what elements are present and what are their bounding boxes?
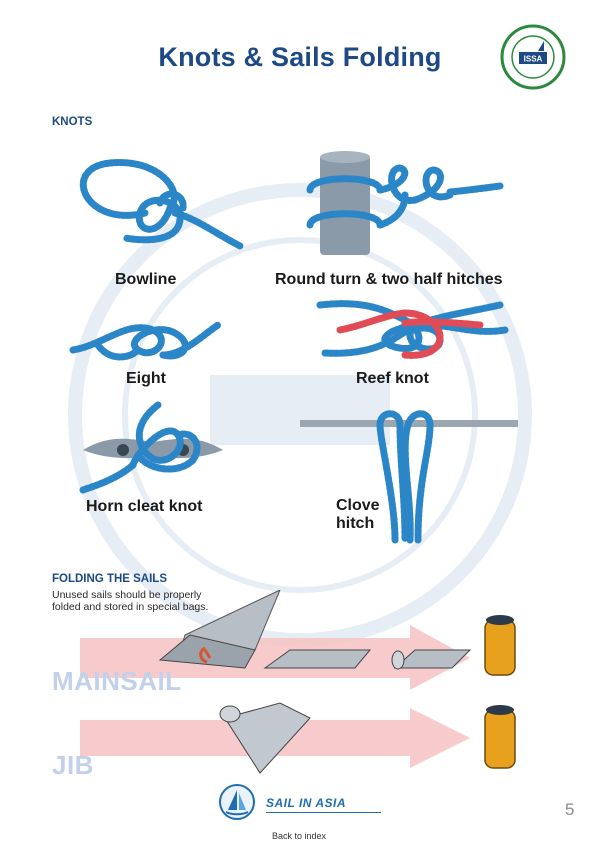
reef-knot-illustration (316, 300, 509, 359)
page-number: 5 (565, 800, 575, 819)
folding-description: Unused sails should be properly folded a… (52, 589, 209, 613)
bowline-illustration (79, 159, 244, 250)
brand-name: SAIL IN ASIA (266, 796, 347, 810)
knot-label-round-turn: Round turn & two half hitches (275, 271, 503, 288)
back-to-index-link[interactable]: Back to index (272, 831, 327, 841)
issa-logo: ISSA (500, 24, 566, 90)
mainsail-label: MAINSAIL (52, 666, 182, 696)
clove-hitch-illustration (300, 410, 518, 544)
knots-heading: KNOTS (52, 116, 93, 128)
jib-label: JIB (52, 750, 94, 780)
folding-heading: FOLDING THE SAILS (52, 573, 167, 585)
knot-label-clove-hitch: Clove hitch (336, 497, 380, 532)
knot-label-bowline: Bowline (115, 271, 177, 288)
jib-folding-sequence (80, 702, 516, 774)
sail-in-asia-logo-icon (219, 784, 255, 820)
knot-label-horn-cleat: Horn cleat knot (86, 498, 203, 515)
knot-label-reef: Reef knot (356, 370, 429, 387)
figure-eight-illustration (69, 321, 222, 361)
horn-cleat-illustration (79, 401, 223, 494)
round-turn-illustration (306, 151, 504, 255)
page-title: Knots & Sails Folding (158, 42, 442, 72)
knot-label-eight: Eight (126, 370, 166, 387)
svg-text:ISSA: ISSA (524, 55, 543, 64)
mainsail-folding-sequence (80, 590, 516, 690)
brand-underline (266, 812, 381, 813)
